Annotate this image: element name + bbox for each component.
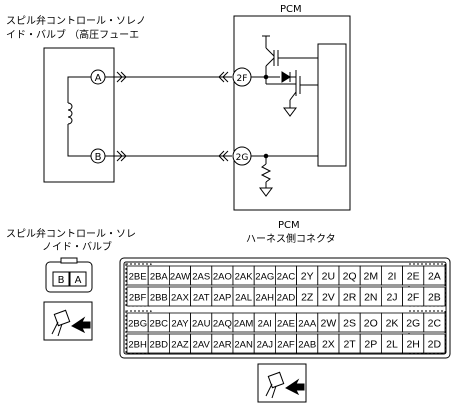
pin-cell-label: 2AX [171,293,190,304]
component-label-line1: スピル弁コントロール・ソレノ [6,14,146,27]
pin-cell-label: 2J [386,292,397,304]
pin-cell-label: 2AV [193,340,211,351]
pin-cell-label: 2AM [234,319,254,330]
pin-cell-label: 2BH [128,340,147,351]
pin-cell-label: 2AP [213,293,231,304]
pcm-connector-subtitle: ハーネス側コネクタ [246,232,336,245]
pin-cell-label: 2AW [170,272,190,283]
pin-cell-label: 2AT [193,293,210,304]
pin-cell-label: 2AF [277,340,295,351]
harness-wires [105,76,232,157]
pin-cell-label: 2BA [150,272,169,283]
pin-cell-label: 2BF [129,293,147,304]
pin-cell-label: 2A [428,271,441,283]
pin-cell-label: 2AG [255,272,274,283]
component-label-line2: イド・バルブ （高圧フューエ [6,28,139,41]
pin-cell-label: 2W [321,318,337,330]
pin-cell-label: 2AZ [171,340,189,351]
connector-chevrons [116,71,229,162]
pin-cell-label: 2AI [258,319,272,330]
pin-cell-label: 2N [364,292,377,304]
pin-cell-label: 2C [428,318,442,330]
pin-cell-label: 2K [386,318,399,330]
pin-cell-label: 2AE [277,319,295,330]
pin-cell-label: 2Q [343,271,357,283]
pin-cell-frame [423,265,446,286]
pin-cell-frame [423,333,446,354]
pin-cell-label: 2O [364,318,378,330]
small-connector-label-line2: ノイド・バルブ [42,240,112,253]
pin-cell-label: 2U [322,271,335,283]
pin-b-label: B [95,152,102,163]
pin-cell-frame [423,312,446,333]
pin-2g-label: 2G [236,153,249,163]
pin-cell-label: 2AA [298,319,317,330]
pin-cell-label: 2T [343,339,356,351]
pin-cell-frame [423,286,446,307]
solenoid-coil [67,76,91,157]
pcm-box [233,15,351,211]
pin-cell-label: 2L [386,339,398,351]
small-connector-pin-2: A [75,275,82,286]
pcm-connector-view-icon [257,363,307,403]
pin-cell-label: 2BB [150,293,168,304]
pin-cell-label: 2D [428,339,442,351]
pin-cell-label: 2BE [129,272,147,283]
pin-cell-label: 2BG [128,319,147,330]
pcm-driver-circuit [251,35,347,197]
pin-cell-label: 2S [343,318,356,330]
pin-cell-label: 2AD [277,293,296,304]
pin-cell-label: 2AO [213,272,232,283]
pin-cell-label: 2E [407,271,420,283]
pin-cell-label: 2AC [277,272,296,283]
pin-cell-label: 2H [406,339,419,351]
small-connector-pin-1: B [58,275,65,286]
pin-cell-label: 2AL [235,293,252,304]
connector-view-icon [43,301,93,341]
pin-cell-label: 2Z [301,292,314,304]
pcm-label: PCM [280,4,302,15]
pin-cell-label: 2G [406,318,420,330]
pin-cell-label: 2AY [171,319,189,330]
pin-cell-label: 2B [428,292,441,304]
pin-cell-label: 2BC [150,319,169,330]
pin-cell-label: 2AQ [213,319,232,330]
pin-cell-label: 2Y [301,271,314,283]
pin-cell-label: 2R [343,292,357,304]
solenoid-valve-box [43,47,115,183]
pin-cell-label: 2AH [256,293,275,304]
pin-cell-label: 2BD [150,340,169,351]
pin-cell-label: 2AS [192,272,210,283]
pin-cell-label: 2AJ [257,340,274,351]
pin-cell-label: 2V [322,292,335,304]
small-connector-label-line1: スピル弁コントロール・ソレ [6,227,136,240]
pin-cell-label: 2P [364,339,377,351]
pin-cell-label: 2X [322,339,335,351]
pin-a-label: A [95,73,102,84]
pin-cell-label: 2F [407,292,419,304]
pin-cell-label: 2AR [213,340,232,351]
solenoid-connector [45,257,93,293]
pin-cell-label: 2AK [235,272,254,283]
pin-2f-label: 2F [237,74,248,84]
pin-cell-label: 2AN [234,340,253,351]
pin-cell-label: 2AU [192,319,211,330]
pin-cell-label: 2M [364,271,379,283]
pin-cell-label: 2I [388,271,397,283]
pcm-connector-title: PCM [278,220,300,231]
pin-cell-label: 2AB [298,340,316,351]
